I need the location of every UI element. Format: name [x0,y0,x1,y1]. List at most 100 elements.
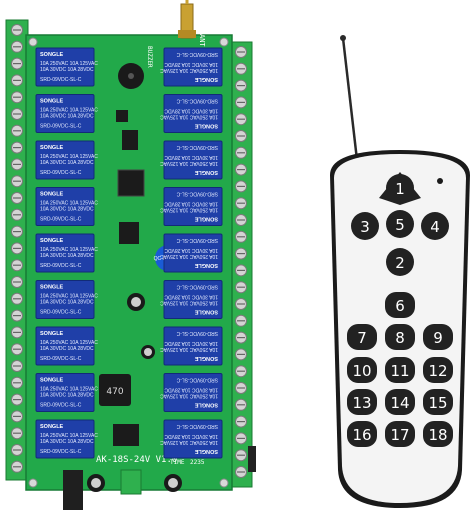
screw-terminal [11,57,23,70]
remote-button-2[interactable]: 2 [386,248,414,276]
remote-button-label: 4 [430,218,440,236]
mcu-chip [117,169,145,197]
screw-terminal [11,91,23,104]
relay-rating: 10A 30VDC 10A 28VDC [40,393,94,399]
remote-button-label: 16 [352,426,371,444]
remote-button-label: 9 [433,329,443,347]
relay-rating: 10A 250VAC 10A 125VAC [40,387,98,393]
relay-rating: 10A 30VDC 10A 28VDC [164,247,218,253]
remote-button-6[interactable]: 6 [385,292,415,318]
remote-button-15[interactable]: 15 [423,389,453,415]
screw-terminal [235,214,247,226]
relay-rating: 10A 250VAC 10A 125VAC [160,160,218,166]
screw-terminal [235,130,247,142]
relay-brand: SONGLE [194,216,218,222]
capacitor [127,293,145,311]
side-connector [248,446,256,472]
relay-model: SRD-09VDC-SL-C [40,310,82,316]
ic-chip [119,222,139,244]
relay-model: SRD-09VDC-SL-C [40,403,82,409]
screw-terminal [235,264,247,277]
remote-button-11[interactable]: 11 [385,357,415,383]
remote-button-14[interactable]: 14 [385,389,415,415]
screw-terminal [11,208,23,221]
relay-rating: 10A 30VDC 10A 28VDC [164,433,218,439]
relay-rating: 10A 30VDC 10A 28VDC [164,387,218,393]
capacitor [141,345,155,359]
remote-button-7[interactable]: 7 [347,324,377,350]
relay-model: SRD-09VDC-SL-C [40,263,82,269]
relay-model: SRD-09VDC-SL-C [176,237,218,243]
screw-terminal [11,158,23,171]
buzzer-label: BUZZER [146,46,153,68]
ic-chip [116,110,128,122]
screw-terminal [235,382,247,394]
screw-terminal [11,309,23,322]
relay-rating: 10A 30VDC 10A 28VDC [40,439,94,445]
capacitor [164,474,182,492]
remote-button-4[interactable]: 4 [421,212,449,240]
remote-button-label: 15 [428,394,447,412]
screw-terminal [11,225,23,238]
screw-terminal [235,466,247,478]
remote-button-label: 14 [390,394,409,412]
relay-brand: SONGLE [40,424,64,430]
relay-board: ANT BUZZER QC PASSED 470 [5,0,256,510]
screw-terminal [235,298,247,310]
relay-model: SRD-09VDC-SL-C [40,449,82,455]
screw-terminal [11,326,23,339]
relay-brand: SONGLE [194,309,218,315]
relay-rating: 10A 250VAC 10A 125VAC [40,61,98,67]
screw-terminal [235,197,247,210]
remote-button-8[interactable]: 8 [385,324,415,350]
screw-terminal [235,79,247,92]
screw-terminal [235,348,247,361]
relay-rating: 10A 250VAC 10A 125VAC [160,253,218,259]
remote-button-label: 13 [352,394,371,412]
relay-brand: SONGLE [40,285,64,291]
screw-terminal [235,449,247,462]
screw-terminal [235,365,247,378]
screw-terminal [235,230,247,243]
screw-terminal [11,108,23,120]
relay-brand: SONGLE [194,76,218,82]
relay-model: SRD-09VDC-SL-C [40,217,82,223]
screw-terminal [235,314,247,327]
remote-button-1[interactable]: 1 [386,174,414,202]
remote-button-12[interactable]: 12 [423,357,453,383]
remote-button-5[interactable]: 5 [386,210,414,238]
screw-terminal [235,398,247,411]
remote-button-label: 17 [390,426,409,444]
remote-button-13[interactable]: 13 [347,389,377,415]
remote-button-18[interactable]: 18 [423,421,453,447]
screw-terminal [11,360,23,372]
remote-button-3[interactable]: 3 [351,212,379,240]
relay-brand: SONGLE [194,169,218,175]
remote-button-10[interactable]: 10 [347,357,377,383]
remote-button-label: 1 [395,180,405,198]
relay-brand: SONGLE [40,238,64,244]
antenna-label: ANT [198,34,206,47]
screw-terminal [11,242,23,255]
relay-model: SRD-09VDC-SL-C [176,284,218,290]
mount-hole [28,37,38,47]
screw-terminal [11,40,23,53]
remote-button-16[interactable]: 16 [347,421,377,447]
relay-model: SRD-09VDC-SL-C [40,170,82,176]
screw-terminal [11,141,23,154]
left-screw-terminals [11,24,23,473]
remote-button-9[interactable]: 9 [423,324,453,350]
screw-terminal [11,276,23,288]
ic-chip [122,130,138,150]
remote-button-17[interactable]: 17 [385,421,415,447]
relay-brand: SONGLE [40,145,64,151]
